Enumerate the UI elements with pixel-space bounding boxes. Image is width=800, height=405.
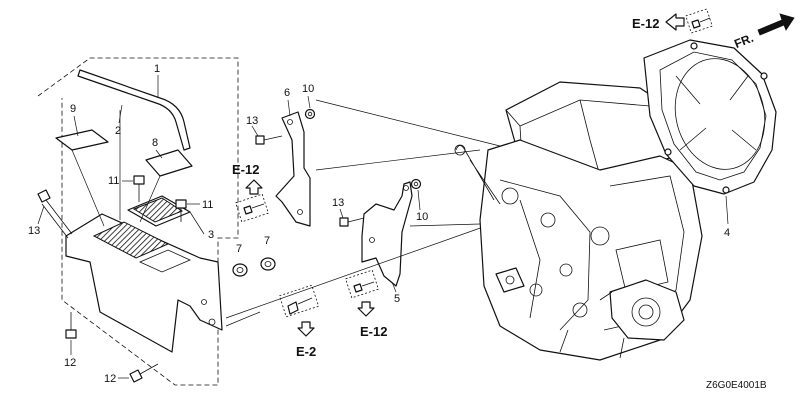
bracket-hole xyxy=(403,185,409,191)
front-direction-indicator: FR. xyxy=(732,13,795,51)
left-arrow-icon xyxy=(665,13,685,31)
part-number-9: 9 xyxy=(70,103,76,115)
bolt-12-lower xyxy=(129,363,159,383)
handle-housing-pad xyxy=(92,221,170,259)
leader-line xyxy=(251,125,259,137)
bracket-6 xyxy=(275,111,311,227)
leader-line xyxy=(339,208,344,219)
alignment-line xyxy=(225,225,487,319)
reference-label-e12: E-12 xyxy=(632,16,659,31)
alignment-line xyxy=(315,99,501,147)
part-number-11: 11 xyxy=(202,199,213,211)
bracket-hole xyxy=(287,119,293,125)
leader-line xyxy=(71,149,105,227)
housing-hole xyxy=(201,299,207,305)
down-arrow-icon xyxy=(357,301,375,317)
handle-grip xyxy=(77,69,191,151)
washer-10-upper xyxy=(304,108,316,120)
reference-e12-top: E-12 xyxy=(632,8,713,34)
bolt-13-upper xyxy=(255,135,283,145)
grommet-7-right xyxy=(260,257,276,271)
label-sticker-8 xyxy=(145,149,193,177)
part-number-13: 13 xyxy=(28,225,40,237)
part-number-1: 1 xyxy=(154,63,160,75)
grommet-7-left xyxy=(232,263,248,277)
leader-line xyxy=(118,104,123,124)
leader-line xyxy=(155,149,163,159)
leader-line xyxy=(139,175,161,223)
leader-line xyxy=(417,189,421,211)
leader-line xyxy=(287,99,291,117)
part-number-12: 12 xyxy=(64,357,76,369)
part-number-3: 3 xyxy=(208,229,214,241)
assembly-boundary xyxy=(37,57,239,386)
label-sticker-9 xyxy=(55,129,109,151)
leader-line xyxy=(189,211,205,235)
reference-label-e2: E-2 xyxy=(296,344,316,359)
reference-dotted-box xyxy=(345,269,379,299)
part-number-7: 7 xyxy=(264,235,270,247)
reference-e2: E-2 xyxy=(278,284,320,359)
part-number-4: 4 xyxy=(724,227,730,239)
leader-line xyxy=(725,195,729,225)
part-number-5: 5 xyxy=(394,293,400,305)
alignment-line xyxy=(225,311,261,327)
alignment-line xyxy=(315,149,481,171)
fan-cover-4 xyxy=(643,39,777,195)
reference-e12-left: E-12 xyxy=(232,162,269,223)
bolt-13-middle xyxy=(339,217,365,227)
leader-line xyxy=(307,95,311,109)
leader-line xyxy=(37,205,45,225)
engine-shaft-end xyxy=(495,267,525,293)
part-number-10: 10 xyxy=(302,83,314,95)
reference-label-e12: E-12 xyxy=(360,324,387,339)
reference-e12-bottom: E-12 xyxy=(345,269,387,339)
part-number-13: 13 xyxy=(332,197,344,209)
washer-10-middle xyxy=(410,178,422,190)
part-number-10: 10 xyxy=(416,211,428,223)
alignment-line xyxy=(409,223,481,227)
bolt-13-left xyxy=(37,189,73,239)
leader-line xyxy=(73,115,79,137)
bolt-11-right xyxy=(175,199,187,222)
bracket-hole xyxy=(369,237,375,243)
bracket-5 xyxy=(361,181,413,287)
reference-dotted-box xyxy=(278,284,320,318)
bolt-11-left xyxy=(133,175,145,202)
reference-dotted-box xyxy=(685,8,713,34)
front-label: FR. xyxy=(732,31,755,51)
bracket-hole xyxy=(297,209,303,215)
drawing-code: Z6G0E4001B xyxy=(706,380,767,391)
part-number-2: 2 xyxy=(115,125,121,137)
front-arrow-icon xyxy=(757,13,795,36)
part-number-11: 11 xyxy=(108,175,119,187)
engine-pulley-housing xyxy=(609,279,685,341)
part-number-7: 7 xyxy=(236,243,242,255)
part-number-8: 8 xyxy=(152,137,158,149)
leader-line xyxy=(391,281,397,293)
down-arrow-icon xyxy=(297,321,315,337)
part-number-13: 13 xyxy=(246,115,258,127)
up-arrow-icon xyxy=(245,179,263,195)
reference-dotted-box xyxy=(235,193,269,223)
part-number-12: 12 xyxy=(104,373,116,385)
engine-assembly xyxy=(454,81,703,361)
reference-label-e12: E-12 xyxy=(232,162,259,177)
part-number-6: 6 xyxy=(284,87,290,99)
handle-housing-slot xyxy=(139,249,191,273)
housing-hole xyxy=(208,318,216,326)
handle-housing xyxy=(65,213,223,353)
grip-plate-pad xyxy=(132,197,184,223)
bolt-12-upper xyxy=(65,312,77,339)
